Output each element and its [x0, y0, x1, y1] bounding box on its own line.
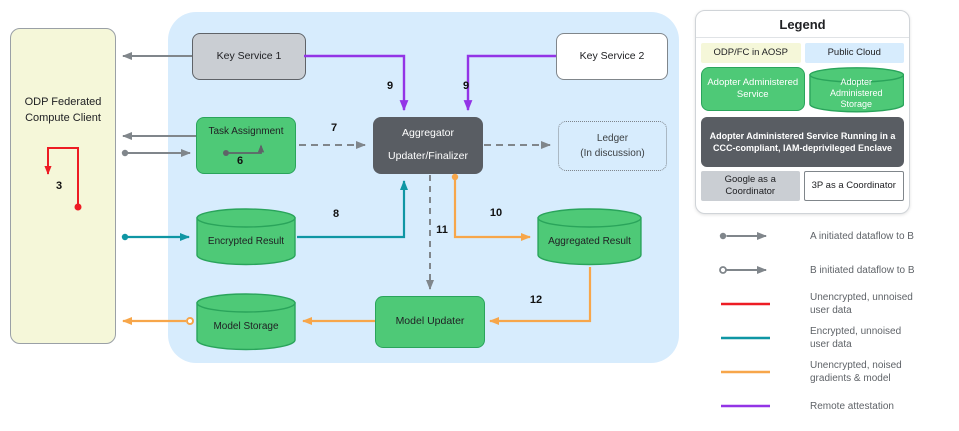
flow-legend-item-unencrypted-noised: Unencrypted, noised gradients & model — [718, 355, 924, 389]
key-service-2-label: Key Service 2 — [579, 49, 645, 62]
flow-legend-item-encrypted-unnoised: Encrypted, unnoised user data — [718, 321, 924, 355]
legend-cell-3p-coordinator: 3P as a Coordinator — [803, 171, 904, 201]
legend-panel: Legend ODP/FC in AOSP Public Cloud Adopt… — [695, 10, 910, 214]
flow-label: A initiated dataflow to B — [810, 230, 914, 242]
flow-legend-item-remote-attestation: Remote attestation — [718, 389, 924, 423]
flow-legend: A initiated dataflow to B B initiated da… — [718, 219, 924, 423]
dot-client-initiator — [121, 149, 129, 157]
aggregated-result-store: Aggregated Result — [537, 208, 642, 266]
step-label-9a: 9 — [386, 80, 394, 92]
cylinder-shape — [196, 208, 296, 266]
purple-flow-line-icon — [721, 404, 770, 408]
flow-legend-item-a-initiated: A initiated dataflow to B — [718, 219, 924, 253]
b-initiated-arrow-icon — [719, 266, 767, 274]
step-label-3: 3 — [55, 180, 63, 192]
flow-label: Unencrypted, noised gradients & model — [810, 360, 902, 384]
legend-row-platforms: ODP/FC in AOSP Public Cloud — [701, 43, 904, 63]
encrypted-result-store: Encrypted Result — [196, 208, 296, 266]
aggregator-node: Aggregator Updater/Finalizer — [373, 117, 483, 174]
model-storage-label: Model Storage — [213, 320, 279, 332]
ledger-label-line2: (In discussion) — [580, 148, 645, 159]
flow-label: Encrypted, unnoised user data — [810, 326, 902, 350]
step-label-7: 7 — [330, 122, 338, 134]
legend-row-coordinators: Google as a Coordinator 3P as a Coordina… — [701, 171, 904, 201]
cylinder-shape — [537, 208, 642, 266]
model-storage-store: Model Storage — [196, 293, 296, 351]
client-label: ODP Federated Compute Client — [24, 96, 102, 124]
ledger-label-line1: Ledger — [596, 133, 629, 144]
legend-cell-enclave: Adopter Administered Service Running in … — [701, 117, 904, 167]
step-label-11: 11 — [436, 224, 448, 236]
flow-label: Unencrypted, unnoised user data — [810, 292, 913, 316]
teal-flow-line-icon — [721, 336, 770, 340]
step-label-12: 12 — [529, 294, 543, 306]
cylinder-shape — [196, 293, 296, 351]
step-label-6: 6 — [236, 155, 244, 167]
cylinder-shape — [809, 67, 905, 113]
a-initiated-arrow-icon — [719, 232, 767, 240]
flow-label: Remote attestation — [810, 400, 894, 412]
legend-cell-aosp: ODP/FC in AOSP — [701, 43, 801, 63]
client-box: ODP Federated Compute Client — [10, 28, 116, 344]
step-label-10: 10 — [489, 207, 503, 219]
aggregated-result-label: Aggregated Result — [548, 235, 631, 247]
flow-legend-item-unencrypted-unnoised: Unencrypted, unnoised user data — [718, 287, 924, 321]
task-assignment-node: Task Assignment — [196, 117, 296, 174]
aggregator-label-line2: Updater/Finalizer — [388, 150, 468, 162]
encrypted-result-label: Encrypted Result — [207, 235, 285, 247]
legend-cell-public-cloud: Public Cloud — [804, 43, 904, 63]
model-updater-node: Model Updater — [375, 296, 485, 348]
red-flow-line-icon — [721, 302, 770, 306]
flow-label: B initiated dataflow to B — [810, 264, 915, 276]
legend-adopter-storage-label: Adopter Administered Storage — [829, 76, 883, 110]
model-updater-label: Model Updater — [395, 315, 465, 328]
ledger-node: Ledger (In discussion) — [558, 121, 667, 171]
flow-legend-item-b-initiated: B initiated dataflow to B — [718, 253, 924, 287]
legend-row-adopter: Adopter Administered Service Adopter Adm… — [701, 67, 904, 113]
step-label-8: 8 — [332, 208, 340, 220]
orange-flow-line-icon — [721, 370, 770, 374]
dot-client-teal-initiator — [121, 233, 129, 241]
legend-cell-google-coordinator: Google as a Coordinator — [701, 171, 800, 201]
step-label-9b: 9 — [462, 80, 470, 92]
key-service-2-node: Key Service 2 — [556, 33, 668, 80]
task-assignment-label: Task Assignment — [208, 126, 284, 137]
legend-cell-adopter-storage: Adopter Administered Storage — [809, 67, 905, 113]
aggregator-label-line1: Aggregator — [402, 127, 454, 140]
legend-body: ODP/FC in AOSP Public Cloud Adopter Admi… — [696, 38, 909, 213]
legend-title: Legend — [696, 11, 909, 38]
key-service-1-label: Key Service 1 — [216, 49, 282, 62]
key-service-1-node: Key Service 1 — [192, 33, 306, 80]
legend-cell-adopter-service: Adopter Administered Service — [701, 67, 805, 111]
